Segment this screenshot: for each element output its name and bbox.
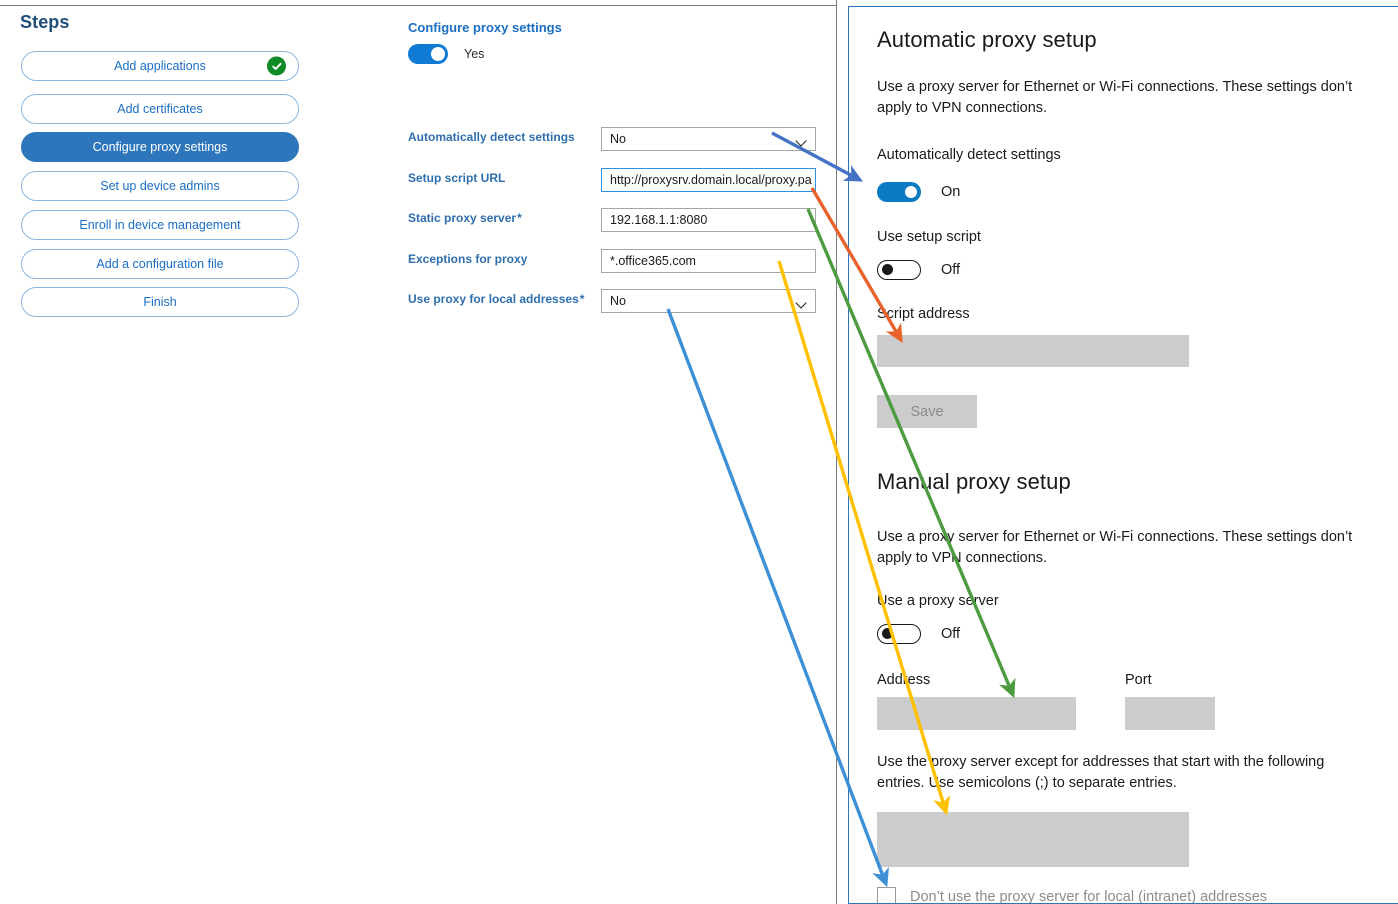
- automatically-detect-settings-select[interactable]: No: [601, 127, 816, 151]
- address-label: Address: [877, 672, 931, 688]
- field-label-text: Exceptions for proxy: [408, 252, 528, 266]
- save-button-label: Save: [910, 403, 944, 420]
- step-label: Set up device admins: [100, 179, 220, 193]
- steps-panel: Steps Add applications Add certificates …: [0, 6, 330, 326]
- exceptions-input[interactable]: [877, 812, 1189, 867]
- bypass-local-label: Don’t use the proxy server for local (in…: [910, 888, 1268, 904]
- toggle-knob: [431, 47, 445, 61]
- step-item-finish[interactable]: Finish: [21, 287, 299, 317]
- field-label-text: Setup script URL: [408, 171, 506, 185]
- steps-title: Steps: [20, 12, 70, 32]
- automatically-detect-settings-toggle[interactable]: [877, 182, 921, 202]
- script-address-label: Script address: [877, 306, 970, 322]
- bypass-local-addresses-row[interactable]: Don’t use the proxy server for local (in…: [877, 887, 1268, 904]
- exceptions-for-proxy-input[interactable]: *.office365.com: [601, 249, 816, 273]
- step-label: Configure proxy settings: [92, 140, 228, 154]
- field-row-use-proxy-for-local-addresses: Use proxy for local addresses * No: [395, 289, 835, 313]
- step-item-configure-proxy-settings[interactable]: Configure proxy settings: [21, 132, 299, 162]
- required-asterisk: *: [516, 211, 522, 225]
- use-setup-script-toggle[interactable]: [877, 260, 921, 280]
- port-label: Port: [1125, 672, 1152, 688]
- windows-proxy-settings-panel: Automatic proxy setup Use a proxy server…: [848, 6, 1398, 904]
- vertical-divider: [836, 0, 837, 904]
- field-label: Static proxy server *: [408, 211, 522, 225]
- toggle-knob: [905, 186, 917, 198]
- field-label: Exceptions for proxy: [408, 252, 527, 266]
- field-row-setup-script-url: Setup script URL http://proxysrv.domain.…: [395, 168, 835, 192]
- script-address-input[interactable]: [877, 335, 1189, 367]
- proxy-form-panel: Configure proxy settings Yes Automatical…: [395, 0, 835, 904]
- input-value: 192.168.1.1:8080: [610, 213, 708, 227]
- field-label: Automatically detect settings: [408, 130, 575, 144]
- save-button[interactable]: Save: [877, 395, 977, 428]
- form-section-title: Configure proxy settings: [408, 20, 562, 35]
- toggle-state-text: Off: [941, 262, 961, 278]
- top-divider: [0, 5, 837, 6]
- field-row-automatically-detect-settings: Automatically detect settings No: [395, 127, 835, 151]
- select-value: No: [610, 132, 626, 146]
- configure-proxy-toggle-label: Yes: [464, 47, 485, 61]
- toggle-state-text: Off: [941, 626, 961, 642]
- toggle-state-text: On: [941, 184, 961, 200]
- use-setup-script-label: Use setup script: [877, 229, 981, 245]
- field-label: Use proxy for local addresses *: [408, 292, 584, 306]
- check-circle-icon: [267, 56, 286, 76]
- step-label: Add certificates: [117, 102, 203, 116]
- use-proxy-for-local-addresses-select[interactable]: No: [601, 289, 816, 313]
- input-value: http://proxysrv.domain.local/proxy.pa: [610, 173, 812, 187]
- port-input[interactable]: [1125, 697, 1215, 730]
- configure-proxy-toggle-row: Yes: [408, 44, 484, 64]
- field-row-static-proxy-server: Static proxy server * 192.168.1.1:8080: [395, 208, 835, 232]
- toggle-knob: [882, 264, 893, 275]
- field-label: Setup script URL: [408, 171, 505, 185]
- field-label-text: Static proxy server: [408, 211, 517, 225]
- select-value: No: [610, 294, 626, 308]
- step-item-add-certificates[interactable]: Add certificates: [21, 94, 299, 124]
- toggle-knob: [882, 628, 893, 639]
- step-item-add-a-configuration-file[interactable]: Add a configuration file: [21, 249, 299, 279]
- manual-proxy-setup-heading: Manual proxy setup: [877, 469, 1071, 494]
- automatically-detect-settings-label: Automatically detect settings: [877, 147, 1061, 163]
- configure-proxy-toggle[interactable]: [408, 44, 448, 64]
- step-label: Add a configuration file: [96, 257, 224, 271]
- field-label-text: Use proxy for local addresses: [408, 292, 579, 306]
- step-item-set-up-device-admins[interactable]: Set up device admins: [21, 171, 299, 201]
- step-item-enroll-in-device-management[interactable]: Enroll in device management: [21, 210, 299, 240]
- step-item-add-applications[interactable]: Add applications: [21, 51, 299, 81]
- use-a-proxy-server-toggle-row: Off: [877, 624, 960, 644]
- use-a-proxy-server-label: Use a proxy server: [877, 593, 999, 609]
- field-label-text: Automatically detect settings: [408, 130, 575, 144]
- field-row-exceptions-for-proxy: Exceptions for proxy *.office365.com: [395, 249, 835, 273]
- static-proxy-server-input[interactable]: 192.168.1.1:8080: [601, 208, 816, 232]
- automatic-proxy-setup-heading: Automatic proxy setup: [877, 27, 1097, 52]
- bypass-local-checkbox[interactable]: [877, 887, 896, 903]
- step-label: Finish: [143, 295, 177, 309]
- manual-proxy-description: Use a proxy server for Ethernet or Wi-Fi…: [877, 529, 1353, 566]
- step-label: Add applications: [114, 59, 206, 73]
- automatically-detect-settings-toggle-row: On: [877, 182, 960, 202]
- address-input[interactable]: [877, 697, 1076, 730]
- required-asterisk: *: [578, 292, 585, 306]
- setup-script-url-input[interactable]: http://proxysrv.domain.local/proxy.pa: [601, 168, 816, 192]
- use-setup-script-toggle-row: Off: [877, 260, 960, 280]
- input-value: *.office365.com: [610, 254, 696, 268]
- automatic-proxy-description: Use a proxy server for Ethernet or Wi-Fi…: [877, 79, 1353, 116]
- step-label: Enroll in device management: [79, 218, 241, 232]
- exceptions-description: Use the proxy server except for addresse…: [877, 754, 1325, 791]
- use-a-proxy-server-toggle[interactable]: [877, 624, 921, 644]
